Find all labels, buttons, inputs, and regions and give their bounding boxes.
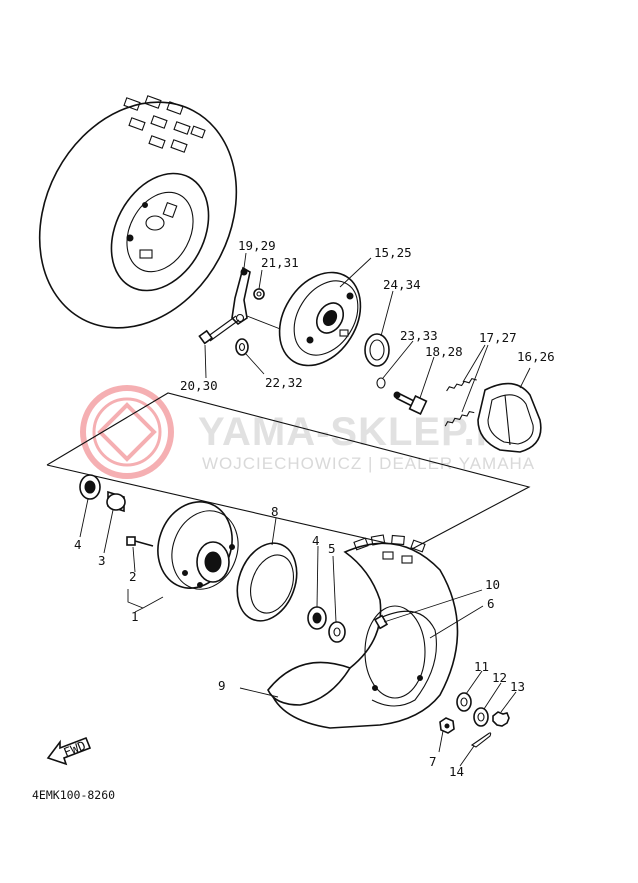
diagram-code: 4EMK100-8260 xyxy=(32,788,115,802)
callout-3: 3 xyxy=(98,553,106,568)
spacer xyxy=(106,490,126,513)
callout-22-32: 22,32 xyxy=(265,375,303,390)
fwd-arrow-icon: FWD xyxy=(46,736,92,766)
callout-18-28: 18,28 xyxy=(425,344,463,359)
bearing-right xyxy=(307,606,327,630)
tire-valve xyxy=(373,614,389,630)
callout-labels: 19,29 21,31 15,25 24,34 23,33 18,28 17,2… xyxy=(74,238,555,779)
callout-12: 12 xyxy=(492,670,507,685)
yamaha-logo-icon xyxy=(80,385,174,479)
dealer-watermark: YAMA-SKLEP.PL WOJCIECHOWICZ | DEALER YAM… xyxy=(80,385,535,479)
callout-9: 9 xyxy=(218,678,226,693)
callout-10: 10 xyxy=(485,577,500,592)
callout-15-25: 15,25 xyxy=(374,245,412,260)
brake-shoe-plate xyxy=(278,271,362,367)
callout-4-right: 4 xyxy=(312,533,320,548)
hub-bolt xyxy=(126,536,154,547)
wheel-nut xyxy=(439,717,455,734)
upper-tire xyxy=(38,95,238,329)
watermark-subtitle: WOJCIECHOWICZ | DEALER YAMAHA xyxy=(202,454,535,473)
leader-lines xyxy=(79,252,531,767)
callout-23-33: 23,33 xyxy=(400,328,438,343)
brake-springs xyxy=(444,377,477,427)
callout-11: 11 xyxy=(474,659,489,674)
callout-14: 14 xyxy=(449,764,464,779)
oil-seal xyxy=(364,333,390,367)
brake-shoes xyxy=(477,382,542,453)
assembly-box xyxy=(46,392,531,550)
callout-4-left: 4 xyxy=(74,537,82,552)
bearing-left xyxy=(79,474,101,500)
axle-washer xyxy=(456,692,472,712)
brake-camshaft xyxy=(393,391,428,415)
plain-washer xyxy=(473,707,489,727)
callout-24-34: 24,34 xyxy=(383,277,421,292)
collar xyxy=(328,621,346,643)
callout-19-29: 19,29 xyxy=(238,238,276,253)
lever-nut xyxy=(253,288,265,300)
cotter-pin xyxy=(470,732,492,748)
o-ring xyxy=(376,377,386,389)
callout-1: 1 xyxy=(131,609,139,624)
callout-2: 2 xyxy=(129,569,137,584)
callout-6: 6 xyxy=(487,596,495,611)
callout-13: 13 xyxy=(510,679,525,694)
callout-16-26: 16,26 xyxy=(517,349,555,364)
cam-washer xyxy=(235,338,249,356)
callout-21-31: 21,31 xyxy=(261,255,299,270)
callout-5: 5 xyxy=(328,541,336,556)
callout-7: 7 xyxy=(429,754,437,769)
drum-ring xyxy=(236,542,298,622)
castle-nut xyxy=(492,711,510,727)
watermark-title: YAMA-SKLEP.PL xyxy=(198,410,529,454)
brake-cam-lever xyxy=(198,266,289,345)
callout-17-27: 17,27 xyxy=(479,330,517,345)
brake-drum-hub xyxy=(157,501,239,590)
callout-8: 8 xyxy=(271,504,279,519)
callout-20-30: 20,30 xyxy=(180,378,218,393)
